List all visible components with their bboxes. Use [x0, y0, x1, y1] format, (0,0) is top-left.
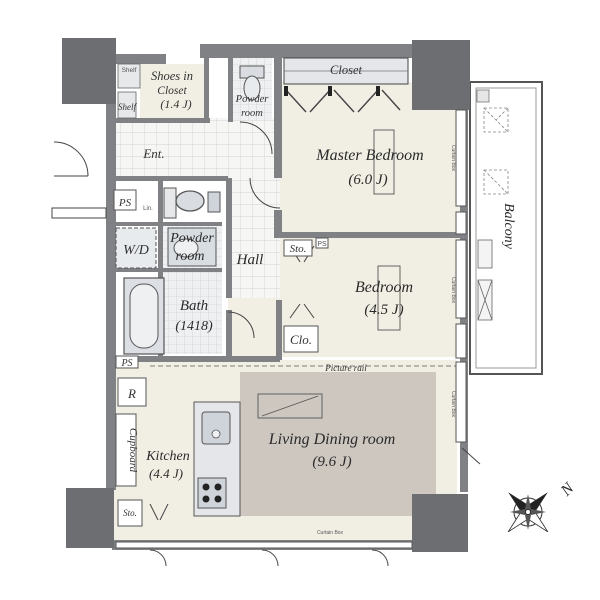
balcony-label: Balcony — [501, 203, 516, 250]
shoes-closet-size: (1.4 J) — [160, 97, 191, 111]
bath-label: Bath — [180, 298, 208, 314]
fridge-label: R — [127, 386, 136, 401]
powder-mid-label-line2: room — [175, 249, 204, 264]
bath-floor — [162, 272, 222, 354]
powder-top-label: Powder — [235, 94, 270, 105]
shelves — [117, 63, 141, 119]
curtain-box-label-3: Curtain Box — [450, 391, 456, 418]
fridge — [117, 377, 147, 407]
hall-floor — [228, 178, 280, 318]
storage-top-label: Sto. — [290, 243, 307, 255]
balcony — [469, 81, 543, 375]
storage-bottom-label: Sto. — [123, 508, 137, 518]
shoes-closet-floor — [140, 64, 204, 119]
linen-label: Lin. — [143, 206, 153, 212]
closet — [283, 57, 409, 113]
small-boxes — [113, 189, 329, 527]
wash-basin — [167, 227, 217, 267]
pillars — [62, 38, 470, 552]
windows — [115, 109, 467, 549]
shoes-closet-label: Shoes in — [151, 69, 193, 83]
entrance-label: Ent. — [142, 146, 164, 161]
bedroom-label: Bedroom — [355, 279, 413, 296]
hall-label: Hall — [236, 252, 264, 268]
hall-lower-floor — [228, 298, 280, 360]
kitchen-size: (4.4 J) — [149, 466, 183, 481]
shoes-closet-label-line2: Closet — [157, 85, 187, 97]
washer-dryer-label: W/D — [123, 243, 149, 258]
picture-rail-label: Picture rail — [324, 363, 367, 373]
bathtub — [123, 277, 165, 355]
washer-dryer — [115, 227, 157, 269]
entrance-floor — [110, 118, 280, 178]
closet-label: Closet — [330, 63, 362, 77]
master-bedroom-size: (6.0 J) — [348, 172, 387, 188]
shelf-left-label: Shelf — [118, 102, 137, 112]
ps-small-label: PS — [317, 241, 327, 248]
furniture-outlines — [257, 129, 401, 419]
ps-label-1: PS — [118, 197, 132, 209]
curtain-box-label-2: Curtain Box — [450, 277, 456, 304]
powder-top-label-line2: room — [241, 108, 263, 119]
living-label: Living Dining room — [268, 431, 396, 448]
shelf-top-label: Shelf — [122, 67, 137, 74]
room-labels: Shoes in Closet (1.4 J) Shelf Shelf Powd… — [118, 63, 516, 536]
curtain-box-label-1: Curtain Box — [450, 145, 456, 172]
powder-mid-label: Powder — [169, 231, 214, 246]
ps-label-2: PS — [120, 358, 132, 369]
master-bedroom-label: Master Bedroom — [315, 147, 423, 164]
curtain-box-label-4: Curtain Box — [317, 530, 344, 536]
kitchen-label: Kitchen — [145, 449, 190, 464]
living-size: (9.6 J) — [312, 454, 351, 470]
compass-rose — [507, 492, 549, 533]
cupboard — [115, 413, 137, 487]
toilet-mid — [163, 187, 221, 219]
toilet-top — [239, 65, 265, 101]
floors — [110, 58, 465, 540]
compass-north-label: N — [557, 479, 578, 500]
bath-size: (1418) — [175, 319, 213, 334]
bedroom-size: (4.5 J) — [364, 302, 403, 318]
closet-small-label: Clo. — [290, 332, 312, 347]
kitchen-counter — [193, 401, 241, 517]
cupboard-label: Cupboard — [127, 428, 139, 473]
balcony-outline — [469, 81, 543, 375]
